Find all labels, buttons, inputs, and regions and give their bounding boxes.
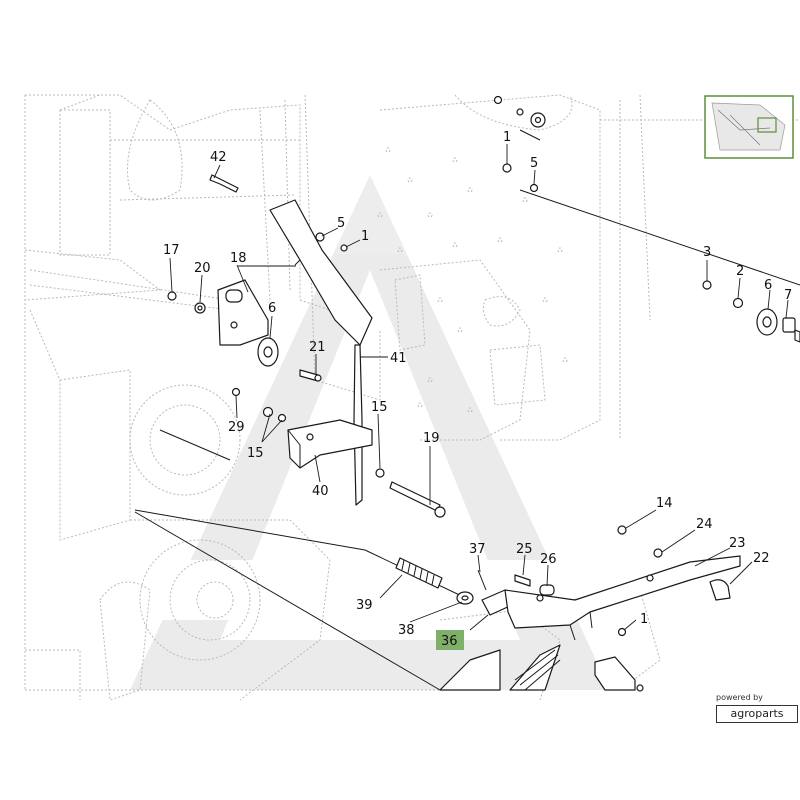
callout-label: 25 (516, 542, 533, 557)
callout-label: 41 (390, 351, 407, 366)
callout-label: 7 (784, 288, 792, 303)
callout-label: 29 (228, 420, 245, 435)
callout-label: 37 (469, 542, 486, 557)
callout-label: 15 (371, 400, 388, 415)
callout-label: 18 (230, 251, 247, 266)
callout-label: 38 (398, 623, 415, 638)
lower-linkage-assembly (134, 509, 741, 692)
brake-lever-assembly (159, 174, 446, 518)
callout-labels: 42 5 1 17 20 18 6 21 41 29 15 15 19 40 1… (163, 130, 792, 649)
callout-label: 23 (729, 536, 746, 551)
callout-label: 5 (530, 156, 538, 171)
callout-label: 40 (312, 484, 329, 499)
callout-label: 19 (423, 431, 440, 446)
callout-label: 24 (696, 517, 713, 532)
callout-label: 22 (753, 551, 770, 566)
callout-label: 39 (356, 598, 373, 613)
callout-label: 5 (337, 216, 345, 231)
powered-by-text: powered by (716, 693, 763, 702)
callout-label: 15 (247, 446, 264, 461)
callout-label: 21 (309, 340, 326, 355)
callout-label-highlighted: 36 (441, 634, 458, 649)
highlighted-part-marker[interactable] (436, 630, 464, 650)
powered-by-badge[interactable]: powered by agroparts (716, 693, 798, 723)
brand-name: agroparts (716, 705, 798, 723)
callout-label: 14 (656, 496, 673, 511)
callout-label: 1 (503, 130, 511, 145)
callout-label: 17 (163, 243, 180, 258)
callout-label: 1 (640, 612, 648, 627)
callout-label: 26 (540, 552, 557, 567)
callout-label: 2 (736, 264, 744, 279)
callout-label: 3 (703, 245, 711, 260)
overview-thumbnail[interactable] (704, 95, 794, 159)
callout-label: 1 (361, 229, 369, 244)
callout-label: 42 (210, 150, 227, 165)
callout-leaders (169, 144, 789, 631)
upper-shaft-assembly (493, 95, 800, 343)
callout-label: 20 (194, 261, 211, 276)
callout-label: 6 (764, 278, 772, 293)
callout-label: 6 (268, 301, 276, 316)
